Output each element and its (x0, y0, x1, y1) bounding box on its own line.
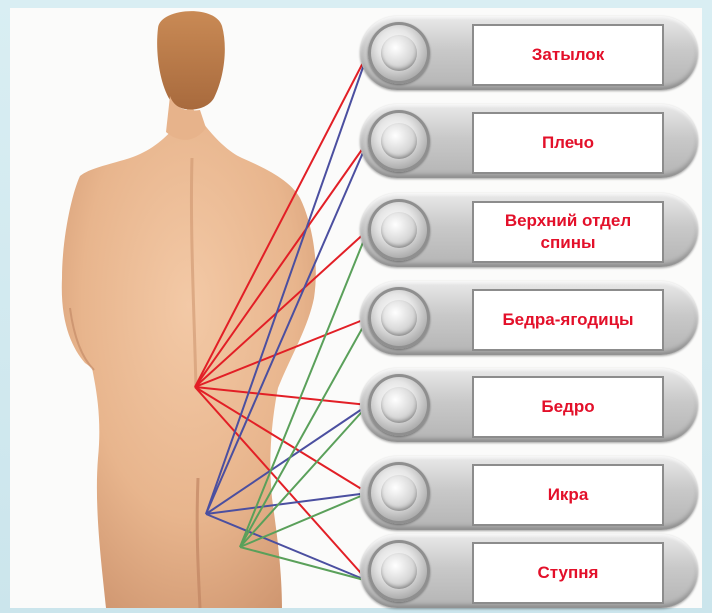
label-neck: Затылок (526, 44, 610, 66)
knob-icon (368, 199, 430, 261)
label-thigh: Бедро (535, 396, 600, 418)
knob-icon (368, 540, 430, 602)
label-upper-back: Верхний отдел спины (474, 210, 662, 254)
label-shoulder: Плечо (536, 132, 600, 154)
hair-bun (157, 11, 225, 109)
label-box-hips-buttocks: Бедра-ягодицы (472, 289, 664, 351)
pill-thigh: Бедро (360, 368, 698, 442)
knob-icon (368, 462, 430, 524)
knob-icon (368, 374, 430, 436)
pill-upper-back: Верхний отдел спины (360, 193, 698, 267)
pill-calf: Икра (360, 456, 698, 530)
knob-icon (368, 287, 430, 349)
knob-icon (368, 22, 430, 84)
label-box-foot: Ступня (472, 542, 664, 604)
label-box-shoulder: Плечо (472, 112, 664, 174)
label-box-neck: Затылок (472, 24, 664, 86)
label-box-upper-back: Верхний отдел спины (472, 201, 664, 263)
diagram-panel: Затылок Плечо Верхний отдел спины Бедра-… (10, 8, 702, 608)
torso-silhouette (62, 104, 316, 608)
pill-foot: Ступня (360, 534, 698, 608)
pill-shoulder: Плечо (360, 104, 698, 178)
label-box-calf: Икра (472, 464, 664, 526)
label-box-thigh: Бедро (472, 376, 664, 438)
label-hips-buttocks: Бедра-ягодицы (496, 309, 639, 331)
knob-icon (368, 110, 430, 172)
label-foot: Ступня (532, 562, 605, 584)
pill-hips-buttocks: Бедра-ягодицы (360, 281, 698, 355)
label-calf: Икра (542, 484, 595, 506)
pill-neck: Затылок (360, 16, 698, 90)
